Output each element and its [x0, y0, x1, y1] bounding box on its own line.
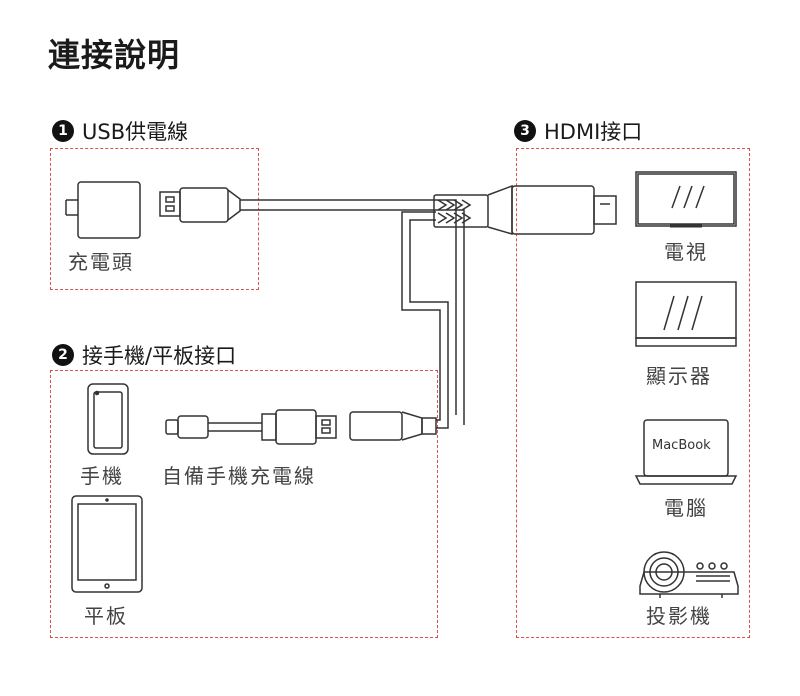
section-label: HDMI接口 — [544, 120, 643, 144]
charger-icon — [65, 181, 141, 239]
own-cable-label: 自備手機充電線 — [162, 464, 316, 488]
page-title: 連接說明 — [48, 36, 181, 74]
projector-label: 投影機 — [646, 604, 712, 628]
tv-label: 電視 — [664, 240, 708, 264]
hdmi-box — [516, 148, 750, 638]
phone-port-box — [50, 370, 438, 638]
own-charging-cable-icon — [165, 409, 337, 445]
projector-icon — [639, 551, 739, 598]
laptop-icon — [634, 419, 738, 485]
section-phone-port-title: 2 接手機/平板接口 — [52, 340, 236, 370]
phone-port-connector — [349, 411, 437, 441]
tablet-label: 平板 — [84, 604, 128, 628]
step-number-1: 1 — [52, 120, 74, 142]
step-number-2: 2 — [52, 344, 74, 366]
computer-label: 電腦 — [664, 496, 708, 520]
monitor-label: 顯示器 — [646, 364, 712, 388]
section-label: 接手機/平板接口 — [82, 344, 237, 368]
charger-head-label: 充電頭 — [68, 250, 134, 274]
phone-label: 手機 — [80, 464, 124, 488]
usb-plug-icon — [159, 187, 241, 223]
section-usb-power-title: 1 USB供電線 — [52, 116, 188, 146]
hdmi-plug-icon — [511, 185, 617, 235]
phone-icon — [87, 383, 129, 455]
step-number-3: 3 — [514, 120, 536, 142]
section-label: USB供電線 — [82, 120, 189, 144]
monitor-icon — [635, 281, 737, 347]
section-hdmi-title: 3 HDMI接口 — [514, 116, 642, 146]
usb-power-box — [50, 148, 259, 290]
macbook-screen-text: MacBook — [652, 438, 711, 453]
tablet-icon — [71, 495, 143, 593]
tv-icon — [635, 171, 737, 228]
